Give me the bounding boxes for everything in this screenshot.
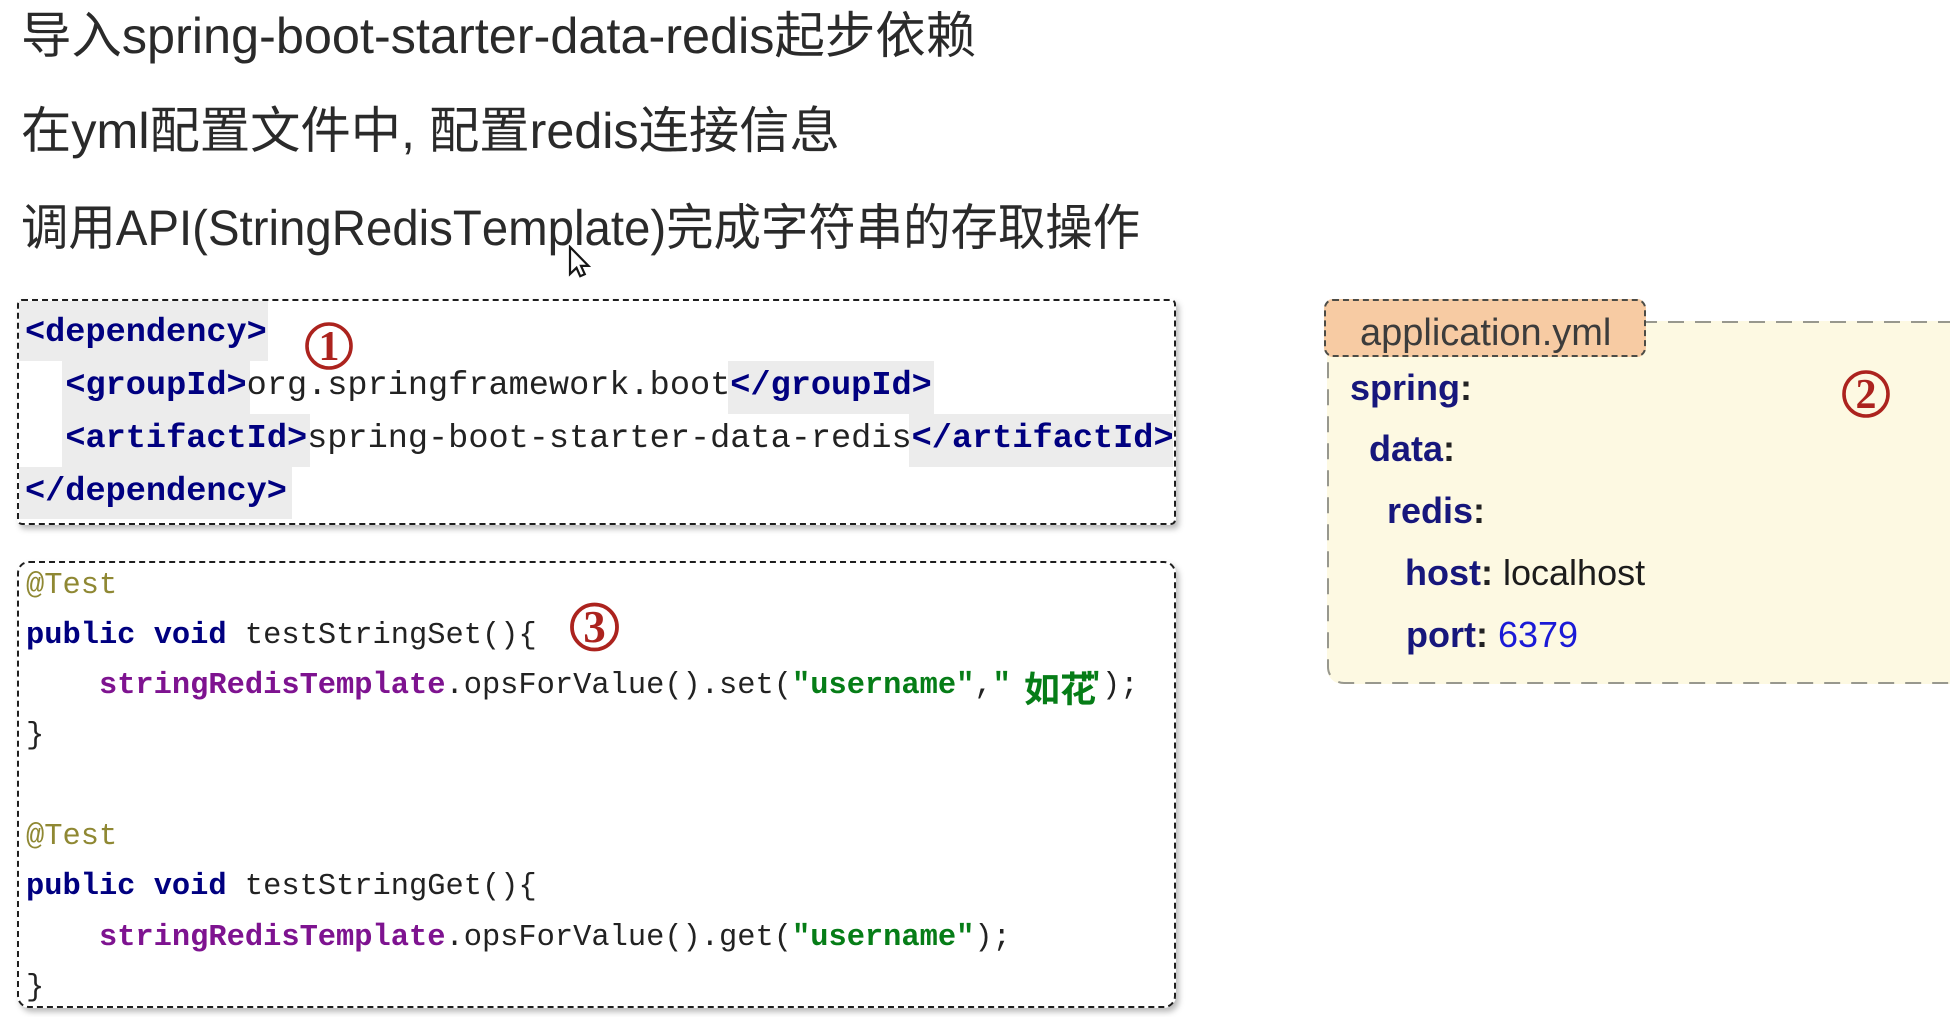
svg-text:2: 2 (1856, 372, 1877, 418)
svg-text:1: 1 (319, 324, 340, 370)
svg-text:3: 3 (583, 602, 606, 652)
